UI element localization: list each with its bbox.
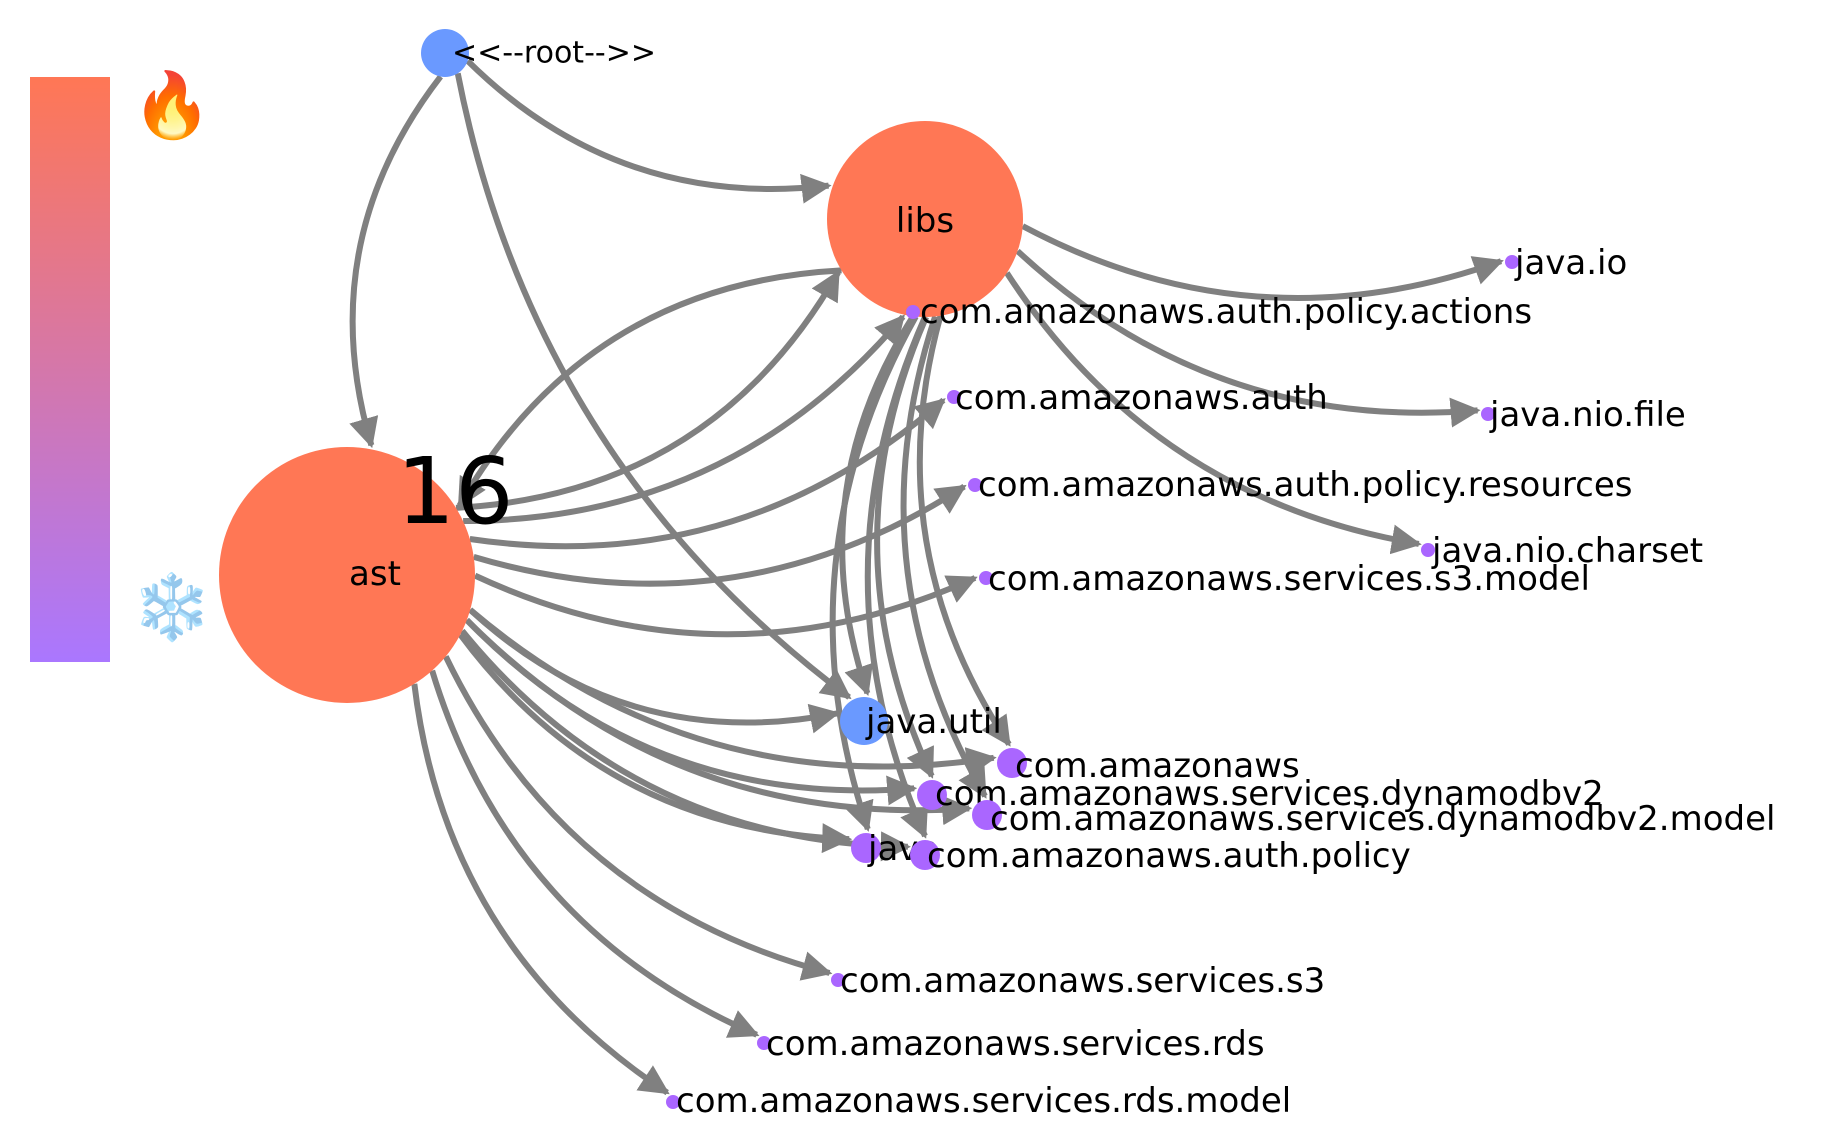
node-label-auth_policy: com.amazonaws.auth.policy <box>927 836 1411 876</box>
edge-root-to-java_util <box>454 72 852 700</box>
node-label-rds_model: com.amazonaws.services.rds.model <box>676 1081 1291 1121</box>
edge-libs-to-amazonaws <box>916 314 1012 747</box>
node-s3_model[interactable]: com.amazonaws.services.s3.model <box>979 559 1590 599</box>
edge-libs-to-dynamodbv2_model <box>900 315 988 799</box>
edge-ast-to-auth <box>469 397 946 550</box>
node-label-dynamodbv2_model: com.amazonaws.services.dynamodbv2.model <box>990 799 1776 839</box>
node-label-libs: libs <box>896 201 954 241</box>
node-circle-auth_policy[interactable] <box>910 840 940 870</box>
snowflake-icon: ❄️ <box>132 571 212 645</box>
node-circle-ast[interactable] <box>219 447 475 703</box>
node-java_nio_charset[interactable]: java.nio.charset <box>1421 531 1703 571</box>
node-libs[interactable]: libs <box>827 121 1023 317</box>
edge-libs-to-ast <box>456 267 842 509</box>
node-java_nio_file[interactable]: java.nio.file <box>1481 395 1686 435</box>
edge-libs-to-java_nio_file <box>1015 248 1481 428</box>
node-circle-java_nio_charset[interactable] <box>1421 543 1435 557</box>
node-circle-java_util[interactable] <box>840 697 888 745</box>
node-policy_resources[interactable]: com.amazonaws.auth.policy.resources <box>968 465 1632 505</box>
edge-libs-to-java_nio_charset <box>1004 271 1422 555</box>
node-circle-amazonaws[interactable] <box>997 748 1027 778</box>
node-label-s3_model: com.amazonaws.services.s3.model <box>988 559 1590 599</box>
edge-ast-to-rds <box>429 669 760 1038</box>
node-circle-policy_resources[interactable] <box>968 478 982 492</box>
node-label-java_nio_charset: java.nio.charset <box>1431 531 1703 571</box>
count-badge: 16 <box>396 438 513 545</box>
node-label-rds: com.amazonaws.services.rds <box>766 1024 1265 1064</box>
edge-ast-to-s3_model <box>473 572 978 638</box>
edge-libs-to-java_io <box>1021 223 1504 301</box>
edge-ast-to-dynamodbv2_model <box>464 617 973 826</box>
node-label-root: <<--root-->> <box>452 36 656 71</box>
node-java_io[interactable]: java.io <box>1505 243 1627 283</box>
edge-ast-to-libs <box>455 269 841 511</box>
node-dynamodbv2_model[interactable]: com.amazonaws.services.dynamodbv2.model <box>972 799 1776 839</box>
node-circle-dynamodbv2[interactable] <box>917 780 947 810</box>
node-circle-java_io[interactable] <box>1505 255 1519 269</box>
node-root[interactable]: <<--root-->> <box>421 29 656 77</box>
node-label-amazonaws: com.amazonaws <box>1015 746 1300 786</box>
node-circle-java_nio_file[interactable] <box>1481 407 1495 421</box>
node-circle-rds_model[interactable] <box>666 1095 680 1109</box>
node-circle-root[interactable] <box>421 29 469 77</box>
edge-ast-to-s3 <box>443 655 833 981</box>
edge-libs-to-java <box>829 315 919 832</box>
node-label-ast: ast <box>349 554 401 594</box>
node-label-java_util: java.util <box>865 702 1002 742</box>
edge-ast-to-amazonaws <box>468 607 997 777</box>
node-label-policy_actions: com.amazonaws.auth.policy.actions <box>920 292 1532 332</box>
node-label-java_nio_file: java.nio.file <box>1489 395 1686 435</box>
fire-icon: 🔥 <box>132 69 212 143</box>
node-circle-auth[interactable] <box>947 390 961 404</box>
edge-ast-to-rds_model <box>411 683 670 1096</box>
node-ast[interactable]: ast <box>219 447 475 703</box>
node-java_util[interactable]: java.util <box>840 697 1002 745</box>
node-rds[interactable]: com.amazonaws.services.rds <box>757 1024 1265 1064</box>
edge-ast-to-policy_resources <box>472 484 967 587</box>
node-s3[interactable]: com.amazonaws.services.s3 <box>831 961 1325 1001</box>
edge-ast-to-policy_actions <box>463 314 906 525</box>
node-label-policy_resources: com.amazonaws.auth.policy.resources <box>978 465 1632 505</box>
node-circle-rds[interactable] <box>757 1036 771 1050</box>
nodes-layer: <<--root-->> libs ast java.util java.io com.a… <box>219 29 1776 1121</box>
node-rds_model[interactable]: com.amazonaws.services.rds.model <box>666 1081 1291 1121</box>
node-circle-dynamodbv2_model[interactable] <box>972 800 1002 830</box>
node-circle-policy_actions[interactable] <box>906 305 920 319</box>
node-label-dynamodbv2: com.amazonaws.services.dynamodbv2 <box>935 774 1604 814</box>
node-label-java_io: java.io <box>1514 243 1627 283</box>
node-circle-libs[interactable] <box>827 121 1023 317</box>
heat-legend-bar <box>30 77 110 662</box>
node-dynamodbv2[interactable]: com.amazonaws.services.dynamodbv2 <box>917 774 1604 814</box>
node-circle-s3[interactable] <box>831 973 845 987</box>
node-circle-s3_model[interactable] <box>979 571 993 585</box>
node-circle-java[interactable] <box>851 833 881 863</box>
node-auth_policy[interactable]: com.amazonaws.auth.policy <box>910 836 1411 876</box>
node-label-auth: com.amazonaws.auth <box>955 378 1328 418</box>
node-label-s3: com.amazonaws.services.s3 <box>840 961 1325 1001</box>
edge-root-to-ast <box>349 74 443 449</box>
edge-root-to-libs <box>465 58 832 204</box>
node-amazonaws[interactable]: com.amazonaws <box>997 746 1300 786</box>
node-auth[interactable]: com.amazonaws.auth <box>947 378 1328 418</box>
edges-layer <box>349 58 1504 1096</box>
edge-ast-to-auth_policy <box>459 628 911 862</box>
node-policy_actions[interactable]: com.amazonaws.auth.policy.actions <box>906 292 1532 332</box>
